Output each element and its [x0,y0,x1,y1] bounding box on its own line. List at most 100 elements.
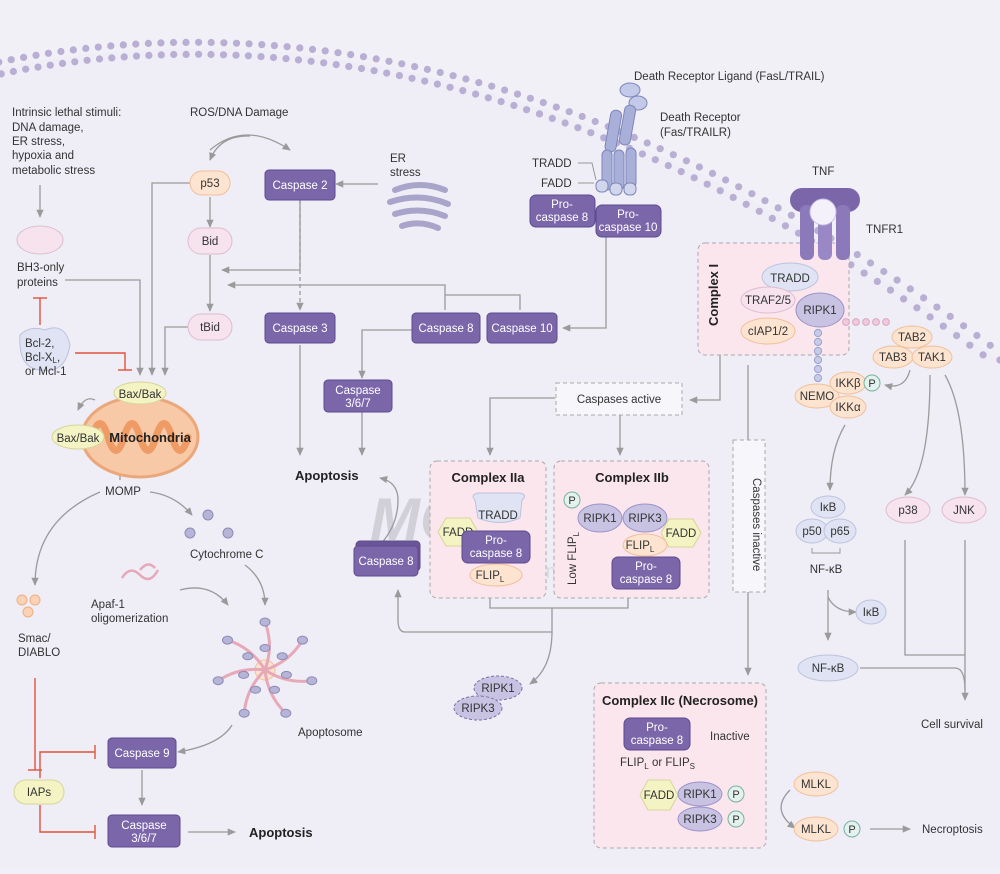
caspase10-box [486,312,558,344]
tnfr1-label: TNFR1 [866,224,903,236]
p38-to-survival [904,540,965,656]
complex-IIa-title: Complex IIa [452,470,526,485]
ubiquitin-bead [813,328,823,338]
active-to-IIa [486,397,555,456]
lipid-head [986,341,994,349]
apoptosome-cytc [269,685,280,694]
lipid-head [107,42,115,50]
procaspase8-IIa-box [461,530,531,564]
lipid-head [345,62,353,71]
smac-dots [16,594,41,618]
lipid-head [535,110,544,118]
lipid-head [526,94,535,102]
lipid-head [219,51,228,59]
cytochrome-c-label: Cytochrome C [190,549,264,561]
low-flip-label: Low FLIPL [567,531,581,585]
ubiquitin-bead [842,318,850,326]
lipid-head [71,58,79,66]
svg-text:Caspase: Caspase [121,820,166,832]
mlkl-label: MLKL [801,779,832,791]
ripk1-IIb-shape [577,503,623,533]
complexII-to-casp8 [394,589,553,633]
svg-text:3/6/7: 3/6/7 [345,398,371,410]
apoptosome-cytc [297,635,308,645]
svg-text:caspase 10: caspase 10 [599,222,658,234]
lipid-head [966,341,974,349]
lipid-head [9,67,17,76]
cytochrome-c-dots [184,509,234,539]
svg-text:Pro-: Pro- [617,209,639,221]
lipid-head [906,285,914,293]
tab3-label: TAB3 [879,352,907,364]
svg-text:hypoxia and: hypoxia and [12,150,74,162]
lipid-head [307,57,315,65]
phospho-IIb [563,491,581,509]
tab2-label: TAB2 [898,332,926,344]
ripk3-free-label: RIPK3 [461,703,494,715]
flip-IIb-label: FLIPL [626,540,655,554]
traf-shape [740,286,796,314]
bh3-label-1: BH3-only [17,262,65,274]
lipid-head [7,56,15,64]
lipid-head [774,204,782,212]
lipid-head [703,180,711,188]
svg-text:Pro-: Pro- [551,199,573,211]
lipid-head [257,53,265,61]
caspase2-box [264,169,336,201]
lipid-head [282,55,290,63]
apoptosis-top-label: Apoptosis [295,468,359,483]
lipid-head [220,39,228,47]
ciap-label: cIAP1/2 [748,326,788,338]
lipid-head [334,49,342,57]
lipid-head [132,52,141,60]
baxbak-left-shape [51,424,105,450]
lipid-head [475,79,483,87]
ros-arrow-p53 [209,135,251,161]
lipid-head [539,99,547,107]
lipid-head [94,43,102,51]
tradd-IIa-shape [472,492,526,523]
ros-label: ROS/DNA Damage [190,107,288,119]
lipid-head [735,183,743,191]
casp10-join [445,294,521,310]
lipid-head [232,39,241,47]
receptor-label-2: (Fas/TRAILR) [660,127,731,139]
lipid-head [669,151,677,159]
ripk3-IIb-label: RIPK3 [628,513,661,525]
lipid-head [232,51,240,59]
svg-text:caspase 8: caspase 8 [470,548,522,560]
ubiquitin-bead [813,337,823,347]
flip-IIa-label: FLIPL [476,570,505,584]
lipid-head [742,200,750,208]
lipid-head [643,139,651,147]
caspase9-box [107,737,177,769]
tak1-label: TAK1 [918,352,946,364]
lipid-head [320,59,328,67]
lipid-head [853,251,861,259]
bh3-ellipse [16,225,64,255]
caspases-inactive-box: Caspases inactive [732,439,766,593]
tbid-to-mito [161,326,188,376]
lipid-head [695,163,704,171]
casp8-to-bid [227,281,446,310]
bid-shape [187,227,233,255]
lipid-head [946,312,954,320]
lipid-head [677,168,685,176]
nemo-label: NEMO [800,391,835,403]
iaps-shape [13,779,65,805]
lipid-head [32,51,40,59]
svg-text:Pro-: Pro- [485,535,507,547]
baxbak-top-label: Bax/Bak [119,389,162,401]
caspase2-label: Caspase 2 [273,180,328,192]
inactive-label: Inactive [710,731,750,743]
ubiquitin-bead [813,373,823,383]
lipid-head [973,331,981,340]
phospho-ripk1-IIc [727,785,745,803]
lipid-head [408,74,416,82]
apoptosome-cytc [222,635,233,645]
lipid-head [860,269,868,277]
tnfr1-receptor [790,188,860,260]
lipid-head [423,65,431,73]
momp-to-smac [31,491,101,586]
lipid-head [638,150,647,158]
